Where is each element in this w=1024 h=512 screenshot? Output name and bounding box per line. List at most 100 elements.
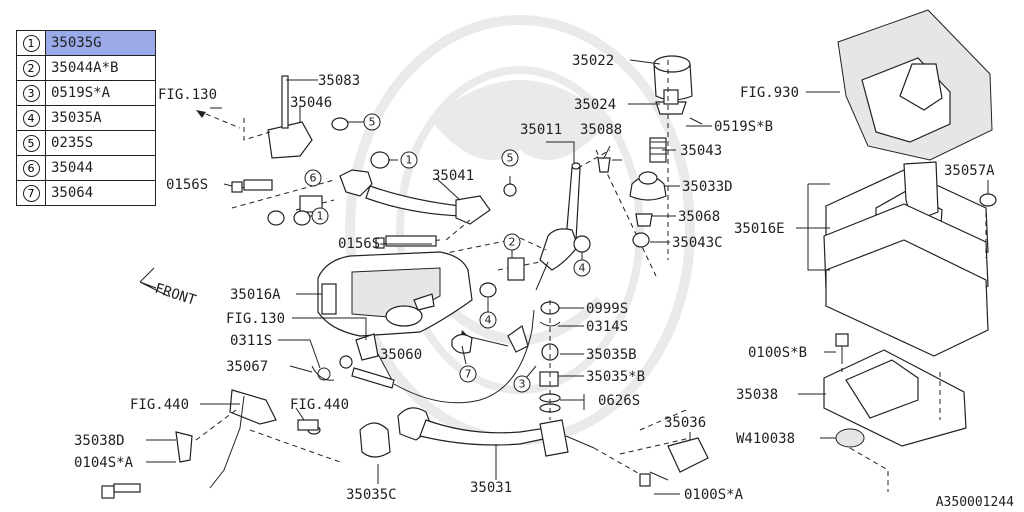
label-0626s: 0626S [598, 393, 640, 409]
legend-number-badge: 6 [22, 159, 40, 177]
label-fig930: FIG.930 [740, 85, 799, 101]
svg-text:7: 7 [465, 368, 472, 381]
legend-row: 1 35035G [17, 31, 155, 56]
legend-number-badge: 3 [22, 84, 40, 102]
callout-7: 7 [459, 345, 477, 383]
label-0156s-left: 0156S [166, 177, 208, 193]
legend-table: 1 35035G 2 35044A*B 3 0519S*A 4 35035A 5 0235S 6 35… [16, 30, 156, 206]
callout-4a: 4 [479, 298, 497, 329]
legend-number: 6 [17, 156, 46, 180]
legend-part-code[interactable]: 35035A [51, 110, 102, 126]
legend-part-code[interactable]: 35064 [51, 185, 94, 201]
boot-35016e [823, 161, 997, 357]
legend-number-badge: 7 [22, 184, 40, 202]
label-35035-star-b: 35035*B [586, 369, 645, 385]
svg-text:2: 2 [509, 236, 516, 249]
callout-5a: 5 [348, 113, 381, 131]
reference-code: A350001244 [935, 495, 1014, 510]
leader-lines [146, 59, 989, 495]
label-35016a: 35016A [230, 287, 281, 303]
base-plate-35016a [317, 251, 473, 337]
svg-text:4: 4 [485, 314, 492, 327]
label-35031: 35031 [470, 480, 512, 496]
label-0104s-a: 0104S*A [74, 455, 134, 471]
legend-number: 7 [17, 181, 46, 205]
callout-5b: 5 [501, 149, 519, 184]
label-35035c: 35035C [346, 487, 397, 503]
label-35083: 35083 [318, 73, 360, 89]
bracket-35046 [196, 75, 349, 211]
legend-part-code[interactable]: 35044A*B [51, 60, 119, 76]
label-35043c: 35043C [672, 235, 723, 251]
label-35024: 35024 [574, 97, 616, 113]
label-35043: 35043 [680, 143, 722, 159]
label-35067: 35067 [226, 359, 268, 375]
label-35038d: 35038D [74, 433, 125, 449]
shift-lever-35011 [431, 149, 657, 298]
svg-text:6: 6 [310, 172, 317, 185]
legend-number-badge: 5 [22, 134, 40, 152]
svg-text:5: 5 [507, 152, 514, 165]
legend-number: 3 [17, 81, 46, 105]
label-35041: 35041 [432, 168, 474, 184]
label-0100s-a: 0100S*A [684, 487, 744, 503]
label-35060: 35060 [380, 347, 422, 363]
label-front: FRONT [153, 281, 199, 309]
svg-text:1: 1 [406, 154, 413, 167]
label-35033d: 35033D [682, 179, 733, 195]
shift-rod-35041 [339, 169, 517, 249]
callout-2: 2 [503, 233, 521, 258]
label-35036: 35036 [664, 415, 706, 431]
svg-text:4: 4 [579, 262, 586, 275]
label-fig440-left: FIG.440 [130, 397, 189, 413]
label-35038: 35038 [736, 387, 778, 403]
legend-number-badge: 4 [22, 109, 40, 127]
bushing-set-left [267, 151, 390, 226]
svg-text:5: 5 [369, 116, 376, 129]
console-fig930 [837, 9, 993, 161]
label-fig440-mid: FIG.440 [290, 397, 349, 413]
label-0156s-mid: 0156S [338, 236, 380, 252]
label-35088: 35088 [580, 122, 622, 138]
svg-text:3: 3 [519, 378, 526, 391]
legend-part-code[interactable]: 35035G [46, 31, 155, 55]
shift-arm-35031 [359, 407, 709, 487]
label-fig130-mid: FIG.130 [226, 311, 285, 327]
lever-lower-stack [539, 300, 561, 420]
label-0100s-b: 0100S*B [748, 345, 807, 361]
label-35046: 35046 [290, 95, 332, 111]
callout-1b: 1 [310, 207, 329, 225]
label-35022: 35022 [572, 53, 614, 69]
callout-1a: 1 [388, 151, 418, 169]
legend-number: 1 [17, 31, 46, 55]
legend-row: 5 0235S [17, 131, 155, 156]
legend-part-code[interactable]: 0519S*A [51, 85, 111, 101]
bracket-fig440 [101, 389, 341, 499]
legend-number: 2 [17, 56, 46, 80]
front-arrow-icon [139, 267, 169, 297]
legend-number: 4 [17, 106, 46, 130]
legend-number-badge: 2 [22, 59, 40, 77]
legend-number-badge: 1 [22, 34, 40, 52]
label-0311s: 0311S [230, 333, 272, 349]
legend-part-code[interactable]: 35044 [51, 160, 94, 176]
legend-row: 6 35044 [17, 156, 155, 181]
label-0519s-b: 0519S*B [714, 119, 773, 135]
legend-number: 5 [17, 131, 46, 155]
callout-3: 3 [513, 365, 537, 393]
label-35035b: 35035B [586, 347, 637, 363]
plate-35038 [823, 333, 967, 492]
label-0314s: 0314S [586, 319, 628, 335]
legend-row: 3 0519S*A [17, 81, 155, 106]
legend-row: 7 35064 [17, 181, 155, 205]
label-fig130-top: FIG.130 [158, 87, 217, 103]
label-35057a: 35057A [944, 163, 995, 179]
callout-4b: 4 [573, 252, 591, 277]
knob-stack [597, 55, 703, 260]
legend-part-code[interactable]: 0235S [51, 135, 94, 151]
cable-35060 [311, 309, 535, 404]
label-0999s: 0999S [586, 301, 628, 317]
callout-6: 6 [304, 169, 322, 187]
legend-row: 2 35044A*B [17, 56, 155, 81]
